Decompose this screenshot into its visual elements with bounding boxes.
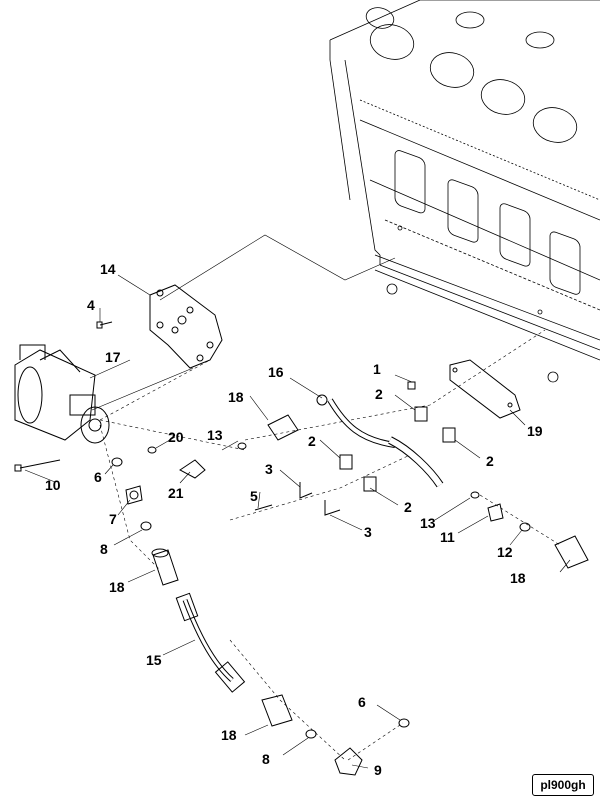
callout-14: 14 [100,261,116,277]
callout-2: 2 [375,386,383,402]
callout-5: 5 [250,488,258,504]
figure-id-label: pl900gh [532,774,594,796]
callout-13: 13 [420,515,436,531]
callout-20: 20 [168,429,184,445]
callout-2: 2 [486,453,494,469]
callout-8: 8 [100,541,108,557]
callout-18: 18 [228,389,244,405]
callout-12: 12 [497,544,513,560]
callout-1: 1 [373,361,381,377]
callout-3: 3 [364,524,372,540]
callout-17: 17 [105,349,121,365]
callout-6: 6 [94,469,102,485]
callout-4: 4 [87,297,95,313]
callout-leaders [25,275,570,768]
assembly-lines [92,235,560,760]
callout-10: 10 [45,477,61,493]
callout-11: 11 [440,529,455,545]
callout-2: 2 [404,499,412,515]
callout-18: 18 [510,570,526,586]
callout-9: 9 [374,762,382,778]
fittings-left [112,458,409,775]
callout-15: 15 [146,652,162,668]
long-bolt [15,460,60,471]
callout-16: 16 [268,364,284,380]
callout-2: 2 [308,433,316,449]
callout-21: 21 [168,485,184,501]
callout-6: 6 [358,694,366,710]
fittings-middle [148,360,588,568]
engine-block [330,0,600,382]
bracket-plate [150,285,222,368]
bolt [97,322,112,328]
callout-8: 8 [262,751,270,767]
callout-18: 18 [109,579,125,595]
callout-19: 19 [527,423,543,439]
motor-housing [15,345,109,443]
callout-13: 13 [207,427,223,443]
callout-7: 7 [109,511,117,527]
callout-3: 3 [265,461,273,477]
callout-18: 18 [221,727,237,743]
